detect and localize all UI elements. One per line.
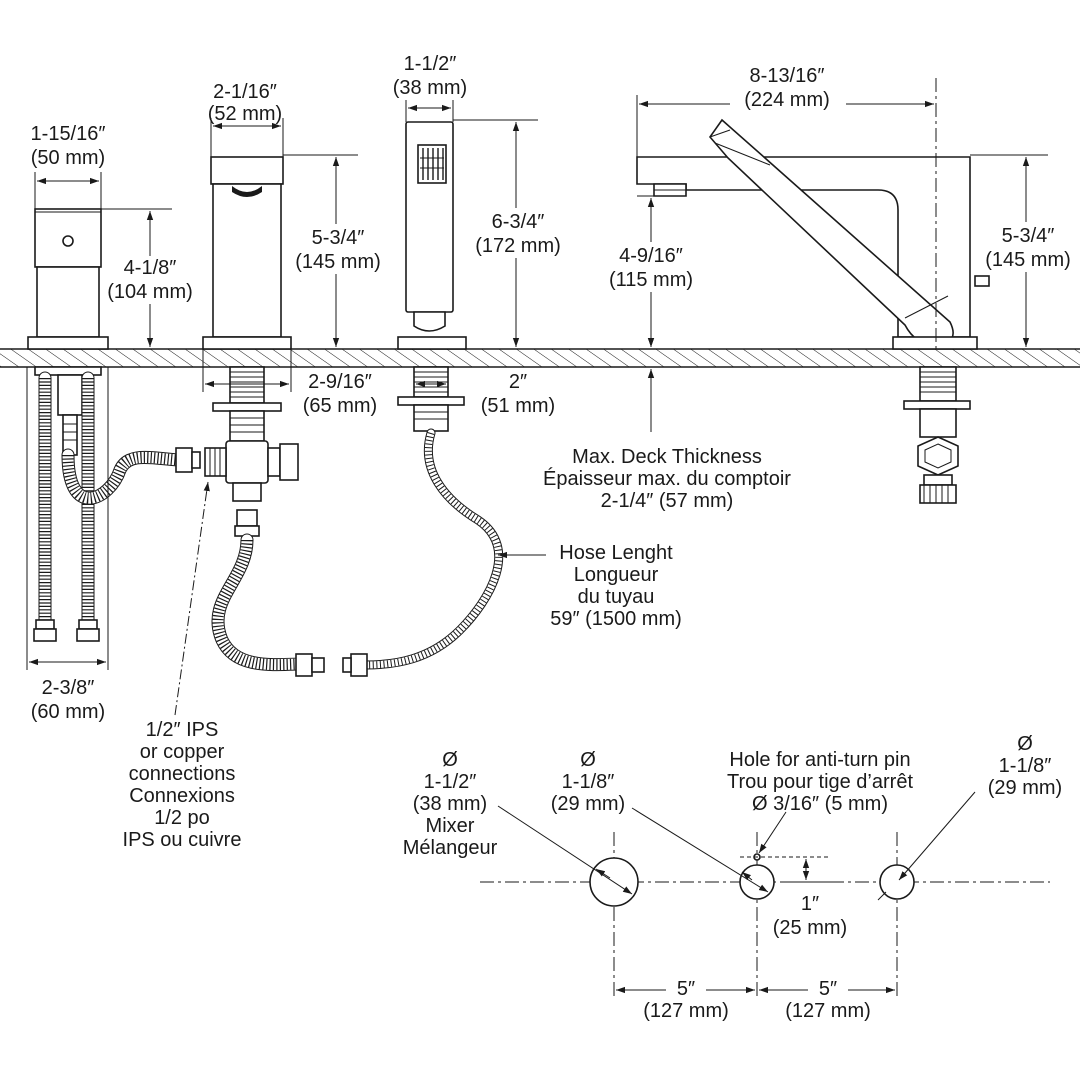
- left-height-label: 4-1/8″: [124, 257, 177, 279]
- connections-line4: Connexions: [129, 785, 235, 807]
- dim-diverter-width: 2-1/16″ (52 mm): [208, 81, 284, 157]
- spout-clearance-label: 4-9/16″: [619, 245, 683, 267]
- hole-layout: [480, 832, 1050, 1000]
- left-height-mm: (104 mm): [107, 281, 193, 303]
- anti-turn-pin-callout: Hole for anti-turn pin Trou pour tige d’…: [727, 749, 913, 854]
- diverter-width-label: 2-1/16″: [213, 81, 277, 103]
- spacing-right-label: 5″: [819, 978, 837, 1000]
- spout-flange: [892, 336, 978, 350]
- handshower: [342, 121, 504, 677]
- valve-body: [36, 266, 100, 338]
- handshower-base-label: 2″: [509, 371, 527, 393]
- left-width-label: 1-15/16″: [31, 123, 106, 145]
- connections-line5: 1/2 po: [154, 807, 210, 829]
- hose-length-callout: Hose Lenght Longueur du tuyau 59″ (1500 …: [498, 542, 682, 630]
- diverter-body: [212, 183, 282, 338]
- connections-line3: connections: [129, 763, 236, 785]
- left-bottom-label: 2-3/8″: [42, 677, 95, 699]
- middle-hole-callout: Ø 1-1/8″ (29 mm): [551, 749, 769, 893]
- diverter-base-mm: (65 mm): [303, 395, 377, 417]
- spacing-left-dim: 5″ (127 mm): [616, 975, 755, 1022]
- pin-offset-dim: 1″ (25 mm): [773, 859, 847, 939]
- right-hole-size: 1-1/8″: [999, 755, 1052, 777]
- hose-length-line3: du tuyau: [578, 586, 655, 608]
- dim-handshower-height: 6-3/4″ (172 mm): [453, 119, 566, 347]
- mixer-hole-size: 1-1/2″: [424, 771, 477, 793]
- right-hole: [879, 864, 915, 900]
- deck-countertop: [0, 348, 1080, 368]
- dim-left-width: 1-15/16″ (50 mm): [31, 123, 106, 209]
- mixer-hole-name-fr: Mélangeur: [403, 837, 498, 859]
- handshower-width-label: 1-1/2″: [404, 53, 457, 75]
- left-bottom-mm: (60 mm): [31, 701, 105, 723]
- handshower-spray-face: [417, 144, 447, 184]
- diverter-height-label: 5-3/4″: [312, 227, 365, 249]
- spout: [636, 118, 990, 504]
- right-hole-symbol: Ø: [1017, 733, 1033, 755]
- dim-spout-height: 5-3/4″ (145 mm): [970, 154, 1076, 347]
- dim-spout-reach: 8-13/16″ (224 mm): [636, 62, 937, 349]
- deck-thickness-line3: 2-1/4″ (57 mm): [601, 490, 734, 512]
- pin-line2: Trou pour tige d’arrêt: [727, 771, 913, 793]
- spout-height-mm: (145 mm): [985, 249, 1071, 271]
- valve-handle-hole-icon: [62, 235, 74, 247]
- handshower-width-mm: (38 mm): [393, 77, 467, 99]
- diverter-width-mm: (52 mm): [208, 103, 282, 125]
- deck-valve-left: [27, 208, 201, 642]
- middle-hole: [739, 864, 775, 900]
- mixer-hole-mm: (38 mm): [413, 793, 487, 815]
- dim-diverter-base: 2-9/16″ (65 mm): [202, 349, 377, 417]
- right-hole-mm: (29 mm): [988, 777, 1062, 799]
- hose-length-line2: Longueur: [574, 564, 659, 586]
- spout-reach-label: 8-13/16″: [750, 65, 825, 87]
- deck-thickness-line1: Max. Deck Thickness: [572, 446, 762, 468]
- valve-flange: [27, 336, 109, 350]
- mixer-hole-callout: Ø 1-1/2″ (38 mm) Mixer Mélangeur: [403, 749, 633, 895]
- handshower-height-mm: (172 mm): [475, 235, 561, 257]
- dim-spout-clearance: 4-9/16″ (115 mm): [600, 195, 702, 347]
- pin-offset-label: 1″: [801, 893, 819, 915]
- middle-hole-size: 1-1/8″: [562, 771, 615, 793]
- dim-handshower-base: 2″ (51 mm): [413, 367, 555, 417]
- middle-hole-mm: (29 mm): [551, 793, 625, 815]
- hose-length-line4: 59″ (1500 mm): [550, 608, 682, 630]
- hose-length-line1: Hose Lenght: [559, 542, 673, 564]
- pin-line1: Hole for anti-turn pin: [729, 749, 910, 771]
- left-width-mm: (50 mm): [31, 147, 105, 169]
- spout-height-label: 5-3/4″: [1002, 225, 1055, 247]
- handshower-base-mm: (51 mm): [481, 395, 555, 417]
- connections-line6: IPS ou cuivre: [123, 829, 242, 851]
- spout-reach-mm: (224 mm): [744, 89, 830, 111]
- spacing-right-mm: (127 mm): [785, 1000, 871, 1022]
- handshower-holder: [397, 336, 467, 350]
- right-hole-callout: Ø 1-1/8″ (29 mm): [877, 733, 1062, 901]
- diverter: [202, 156, 325, 677]
- diverter-top: [210, 156, 284, 185]
- connections-line2: or copper: [140, 741, 225, 763]
- spout-clearance-mm: (115 mm): [609, 269, 693, 291]
- spacing-left-mm: (127 mm): [643, 1000, 729, 1022]
- spacing-right-dim: 5″ (127 mm): [759, 975, 895, 1022]
- mixer-hole-name-en: Mixer: [426, 815, 475, 837]
- mixer-hole-symbol: Ø: [442, 749, 458, 771]
- pin-line3: Ø 3/16″ (5 mm): [752, 793, 888, 815]
- connections-callout: 1/2″ IPS or copper connections Connexion…: [123, 481, 242, 851]
- pin-offset-mm: (25 mm): [773, 917, 847, 939]
- diverter-height-mm: (145 mm): [295, 251, 381, 273]
- dim-diverter-height: 5-3/4″ (145 mm): [283, 154, 384, 347]
- handshower-height-label: 6-3/4″: [492, 211, 545, 233]
- diverter-flange: [202, 336, 292, 350]
- deck-thickness-line2: Épaisseur max. du comptoir: [543, 467, 791, 490]
- middle-hole-symbol: Ø: [580, 749, 596, 771]
- deck-thickness-callout: Max. Deck Thickness Épaisseur max. du co…: [543, 330, 791, 512]
- dim-handshower-width: 1-1/2″ (38 mm): [393, 53, 467, 122]
- dim-left-bottom: 2-3/8″ (60 mm): [26, 367, 109, 723]
- diverter-base-label: 2-9/16″: [308, 371, 372, 393]
- dim-left-height: 4-1/8″ (104 mm): [101, 208, 202, 347]
- spacing-left-label: 5″: [677, 978, 695, 1000]
- connections-line1: 1/2″ IPS: [146, 719, 219, 741]
